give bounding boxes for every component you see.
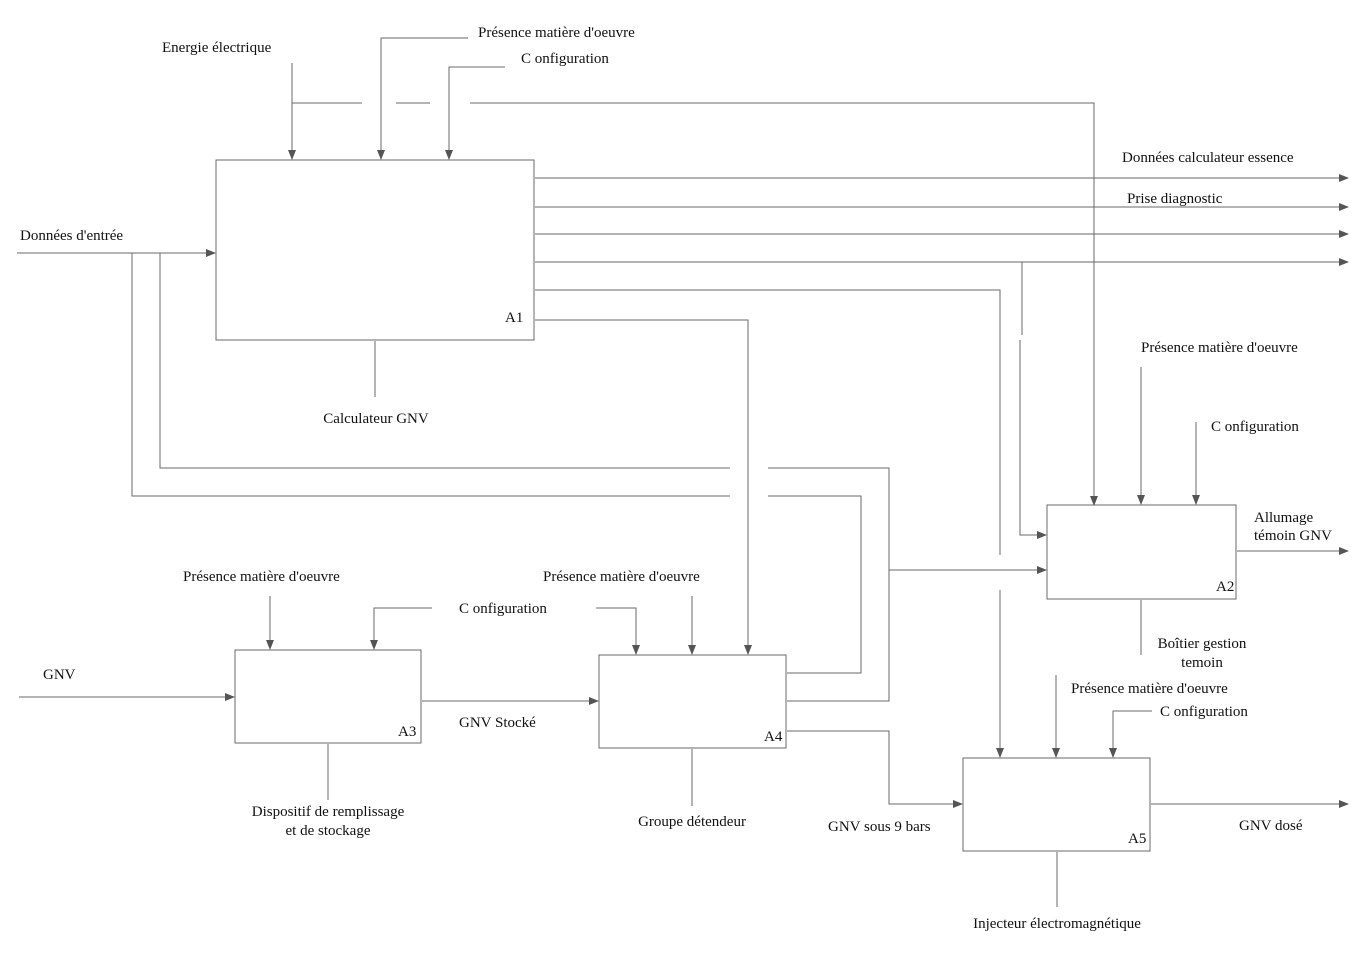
box-a2 [1046,504,1237,600]
label-gnv-dose: GNV dosé [1239,818,1303,834]
label-config-a3-a4: C onfiguration [459,601,547,617]
label-groupe-detendeur: Groupe détendeur [638,814,746,830]
box-a3-id: A3 [398,724,417,740]
arrow-a4-a5 [787,730,963,808]
label-gnv-stocke: GNV Stocké [459,715,536,731]
box-a4-id: A4 [764,729,783,745]
arrow-presence-a1 [377,37,468,160]
label-gnv-9bars: GNV sous 9 bars [828,819,931,835]
label-presence-a4: Présence matière d'oeuvre [543,569,700,585]
label-config-a2: C onfiguration [1211,419,1299,435]
arrow-config-a5 [1109,710,1152,758]
label-boitier-1: Boîtier gestion [1157,636,1247,652]
label-config-a5: C onfiguration [1160,704,1248,720]
line-donnees-branch-1 [159,253,890,570]
label-donnees-entree: Données d'entrée [20,228,124,244]
line-control-top [292,102,1094,505]
arrow-a4-a2 [787,566,1047,702]
arrow-a1-a5 [535,289,1000,757]
label-presence-a2: Présence matière d'oeuvre [1141,340,1298,356]
box-a1-id: A1 [505,310,524,326]
box-a4 [598,654,787,749]
label-injecteur: Injecteur électromagnétique [973,916,1141,932]
box-a5 [962,757,1151,852]
label-calculateur-gnv: Calculateur GNV [323,411,429,427]
label-gnv: GNV [43,667,76,683]
arrow-config-a3 [370,607,432,650]
label-config-a1: C onfiguration [521,51,609,67]
label-prise-diagnostic: Prise diagnostic [1127,191,1223,207]
label-dispositif-1: Dispositif de remplissage [251,804,405,820]
label-dispositif-2: et de stockage [285,823,371,839]
arrow-a1-a4 [535,319,752,655]
label-presence-a5: Présence matière d'oeuvre [1071,681,1228,697]
box-a1 [215,159,535,341]
label-energie-electrique: Energie électrique [162,40,272,56]
arrow-config-a1 [445,66,505,160]
line-donnees-branch-2 [131,253,862,674]
box-a5-id: A5 [1128,831,1147,847]
label-allumage-1: Allumage [1254,510,1314,526]
arrow-a1-a2 [1019,262,1046,535]
label-presence-a1: Présence matière d'oeuvre [478,25,635,41]
label-presence-a3: Présence matière d'oeuvre [183,569,340,585]
arrow-config-a4 [596,607,640,655]
label-boitier-2: temoin [1181,655,1223,671]
label-donnees-calc-essence: Données calculateur essence [1122,150,1294,166]
label-allumage-2: témoin GNV [1254,528,1332,544]
box-a2-id: A2 [1216,579,1235,595]
box-a3 [234,649,422,744]
